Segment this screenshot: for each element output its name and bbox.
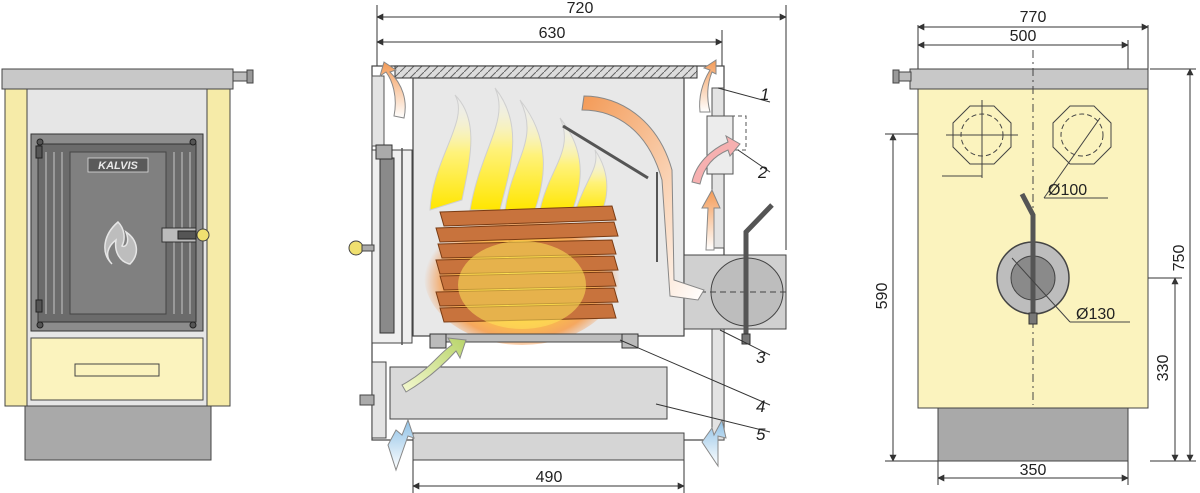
logo-text: KALVIS — [98, 160, 138, 172]
damper-rod — [743, 203, 774, 340]
section-door-knob — [348, 240, 364, 256]
dim-490: 490 — [536, 469, 563, 486]
side-view: 770 500 350 750 590 330 Ø100 — [874, 9, 1196, 485]
front-logo: KALVIS — [87, 157, 149, 173]
dim-770: 770 — [1020, 9, 1047, 26]
dim-330: 330 — [1155, 355, 1172, 382]
damper-rod-tip — [741, 333, 751, 345]
section-top-plate — [394, 65, 698, 79]
dim-720: 720 — [567, 0, 594, 17]
front-top-plate — [1, 68, 234, 90]
callout-3: 3 — [756, 348, 766, 367]
ash-drawer-handle — [74, 363, 160, 377]
d130-leader — [1011, 257, 1071, 323]
left-wall-panel — [371, 75, 385, 147]
outlet-right — [1043, 105, 1112, 199]
dim-630: 630 — [539, 25, 566, 42]
callout-5: 5 — [756, 425, 766, 444]
section-drawer-handle — [359, 394, 375, 406]
section-view: 720 630 490 — [348, 0, 787, 493]
callout-4: 4 — [756, 397, 765, 416]
side-base — [937, 406, 1129, 462]
grate — [442, 333, 634, 343]
callout-1: 1 — [760, 85, 769, 104]
side-dim-lines — [885, 23, 1196, 485]
door-hinges — [35, 138, 197, 329]
side-top-knob-cap — [892, 69, 900, 84]
dim-d100: Ø100 — [1048, 182, 1087, 199]
dim-500: 500 — [1010, 28, 1037, 45]
dim-350: 350 — [1020, 462, 1047, 479]
section-base — [412, 432, 685, 461]
dim-d130: Ø130 — [1076, 306, 1115, 323]
front-base — [24, 404, 212, 461]
callout-leaders — [619, 87, 771, 433]
grate-right-block — [621, 333, 639, 349]
front-view: KALVIS — [1, 68, 254, 461]
baffle-plate — [562, 124, 649, 180]
ash-pan — [389, 366, 668, 420]
section-door-knob-stem — [361, 244, 375, 252]
air-flow-arrows — [379, 59, 741, 472]
section-door-inner — [379, 157, 395, 334]
flame-icon — [104, 220, 138, 265]
side-damper-rod — [1019, 192, 1036, 320]
door-hinge-upper — [375, 144, 393, 160]
flames — [429, 87, 608, 216]
side-damper-tip — [1028, 312, 1038, 325]
door-latch — [161, 227, 210, 243]
fire-core — [458, 241, 586, 329]
outlet-left — [942, 100, 1018, 178]
callout-2: 2 — [757, 163, 768, 182]
dim-750: 750 — [1171, 245, 1188, 272]
side-top-plate — [909, 68, 1149, 90]
grate-left-block — [429, 333, 447, 349]
front-top-knob-cap — [246, 69, 254, 84]
dim-590: 590 — [874, 283, 891, 310]
